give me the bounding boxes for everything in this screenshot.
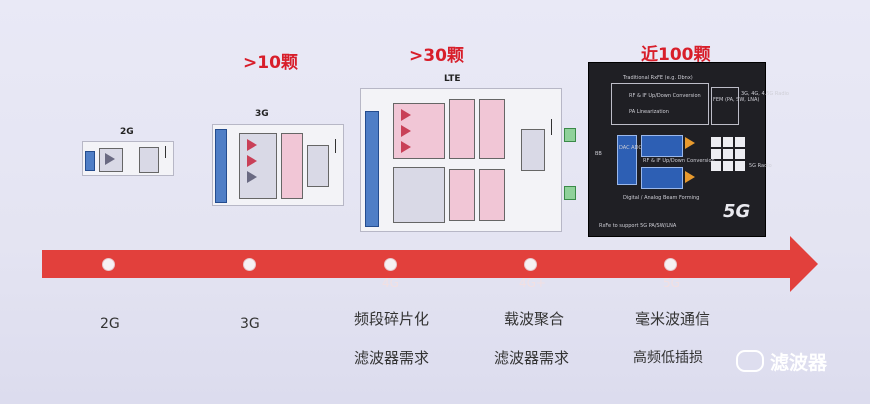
- 5g-panel-beam: Digital / Analog Beam Forming: [623, 195, 700, 201]
- 5g-panel-side-2: 5G Radio: [749, 163, 772, 169]
- 5g-antenna-array-cell: [735, 149, 745, 159]
- 5g-antenna-array-cell: [723, 149, 733, 159]
- 3g-amplifier-icon-2: [247, 155, 257, 167]
- 5g-panel-fem: FEM (PA, SW, LNA): [713, 97, 760, 103]
- generation-label-3g: 3G: [240, 316, 260, 332]
- arrow-label-4g: 4G: [382, 276, 399, 290]
- diagram-5g-panel: Traditional RxFE (e.g. Dbnx) RF & IF Up/…: [588, 62, 789, 237]
- 5g-amplifier-icon-1: [685, 137, 695, 149]
- diagram-3g-label: 3G: [255, 109, 269, 119]
- 5g-panel-bb: BB: [595, 151, 602, 157]
- lte-transceiver-block-2: [393, 167, 445, 223]
- timeline-dot-4gplus: [524, 258, 537, 271]
- desc-4g-line-2: 滤波器需求: [354, 349, 430, 367]
- 5g-panel-legacy-box: [611, 83, 709, 125]
- lte-baseband-block: [365, 111, 379, 227]
- diagram-2g-label: 2G: [120, 127, 134, 137]
- lte-amplifier-icon-1: [401, 109, 411, 121]
- lte-switch-block: [521, 129, 545, 171]
- heading-lte-count: >30颗: [409, 46, 464, 66]
- 5g-panel-row-1: RF & IF Up/Down Conversion: [629, 93, 701, 99]
- 2g-baseband-block: [85, 151, 95, 171]
- lte-filter-bank-4: [479, 169, 505, 221]
- desc-4gplus-line-1: 载波聚合: [504, 310, 565, 328]
- 3g-amplifier-icon-3: [247, 171, 257, 183]
- arrow-label-5g: 5G: [663, 276, 680, 290]
- timeline-dot-4g: [384, 258, 397, 271]
- heading-5g-count: 近100颗: [641, 45, 711, 65]
- 3g-baseband-block: [215, 129, 227, 203]
- wechat-icon: [736, 350, 764, 372]
- 5g-antenna-array-cell: [723, 137, 733, 147]
- desc-5g-line-2: 高频低插损: [633, 350, 703, 366]
- 5g-panel-row-2: PA Linearization: [629, 109, 669, 115]
- desc-5g-line-1: 毫米波通信: [635, 310, 711, 328]
- 2g-amplifier-icon: [105, 153, 115, 165]
- diagram-lte-label: LTE: [444, 74, 461, 84]
- desc-4g-line-1: 频段碎片化: [354, 310, 430, 328]
- timeline-dot-5g: [664, 258, 677, 271]
- 2g-switch-block: [139, 147, 159, 173]
- 5g-antenna-array-cell: [711, 161, 721, 171]
- 3g-filter-bank: [281, 133, 303, 199]
- 5g-panel-rf-block-1: [641, 135, 683, 157]
- 5g-antenna-array-cell: [711, 137, 721, 147]
- 5g-panel-fem-box: [711, 87, 739, 125]
- 3g-antenna-icon: [335, 139, 336, 153]
- 5g-panel-rf: RF & IF Up/Down Conversion: [643, 158, 715, 164]
- lte-antenna-tuner-2: [564, 186, 576, 200]
- 5g-panel-footer: RxFe to support 5G PA/SW/LNA: [599, 223, 677, 229]
- 5g-panel-side-1: 3G, 4G, 4.5G Radio: [741, 91, 789, 97]
- 5g-panel-dac-block: [617, 135, 637, 185]
- lte-filter-bank-3: [449, 169, 475, 221]
- diagram-3g: [212, 124, 344, 206]
- lte-amplifier-icon-3: [401, 141, 411, 153]
- lte-antenna-tuner-1: [564, 128, 576, 142]
- diagram-2g: [82, 141, 174, 176]
- lte-filter-bank-1: [449, 99, 475, 159]
- 5g-panel-logo: 5G: [723, 201, 751, 222]
- timeline-dot-2g: [102, 258, 115, 271]
- lte-amplifier-icon-2: [401, 125, 411, 137]
- lte-filter-bank-2: [479, 99, 505, 159]
- 5g-antenna-array-cell: [723, 161, 733, 171]
- 5g-panel-title: Traditional RxFE (e.g. Dbnx): [623, 75, 693, 81]
- lte-antenna-icon: [551, 119, 552, 135]
- generation-label-2g: 2G: [100, 316, 120, 332]
- 5g-panel-dac: DAC ADC: [619, 145, 642, 151]
- 5g-antenna-array-cell: [711, 149, 721, 159]
- 5g-antenna-array-cell: [735, 161, 745, 171]
- 3g-transceiver-block: [239, 133, 277, 199]
- timeline-arrow: [42, 236, 818, 292]
- arrow-label-4gplus: 4G+: [519, 276, 546, 290]
- 5g-amplifier-icon-2: [685, 171, 695, 183]
- 5g-antenna-array-cell: [735, 137, 745, 147]
- 2g-antenna-icon: [165, 146, 166, 158]
- 5g-panel-rf-block-2: [641, 167, 683, 189]
- 3g-amplifier-icon-1: [247, 139, 257, 151]
- diagram-lte: [360, 88, 562, 232]
- desc-4gplus-line-2: 滤波器需求: [494, 349, 570, 367]
- timeline-dot-3g: [243, 258, 256, 271]
- heading-3g-count: >10颗: [243, 53, 298, 73]
- watermark-text: 滤波器: [770, 352, 828, 374]
- 3g-switch-block: [307, 145, 329, 187]
